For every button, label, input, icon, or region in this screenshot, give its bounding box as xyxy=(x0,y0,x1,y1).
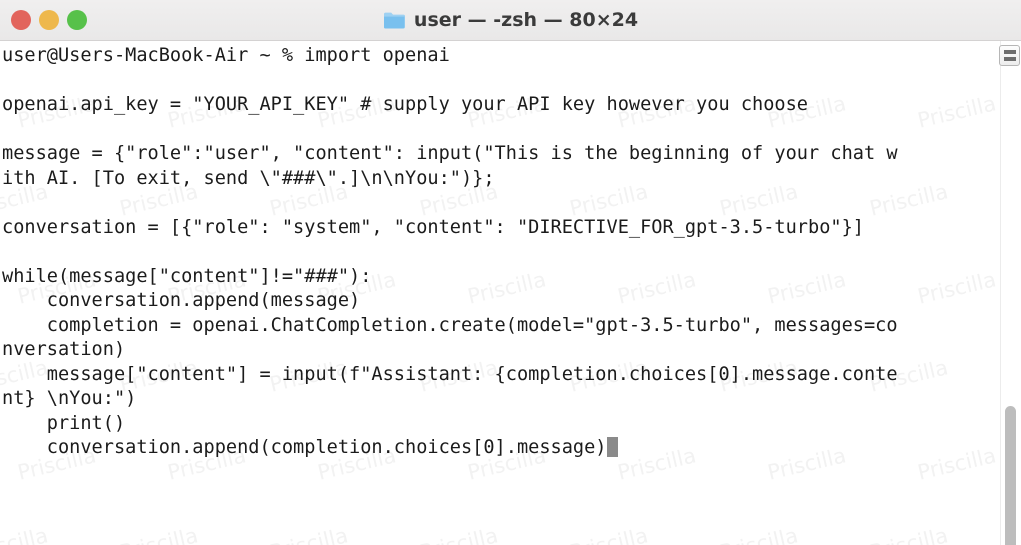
terminal-line: ith AI. [To exit, send \"###\".]\n\nYou:… xyxy=(2,167,495,189)
watermark-text: Priscilla xyxy=(717,523,801,545)
scrollbar-thumb[interactable] xyxy=(1005,406,1016,545)
maximize-window-button[interactable] xyxy=(67,10,87,30)
vertical-scrollbar[interactable] xyxy=(1005,71,1019,545)
text-cursor xyxy=(606,437,618,457)
terminal-line xyxy=(2,191,1000,216)
terminal-line: conversation.append(completion.choices[0… xyxy=(2,436,1000,461)
minimize-window-button[interactable] xyxy=(39,10,59,30)
title-bar: user — -zsh — 80×24 xyxy=(0,0,1021,41)
terminal-line: nt} \nYou:") xyxy=(2,388,137,409)
terminal-line: message = {"role":"user", "content": inp… xyxy=(2,143,898,164)
window-title-text: user — -zsh — 80×24 xyxy=(413,9,639,31)
terminal-content-area[interactable]: Priscilla Priscilla Priscilla Priscilla Pris… xyxy=(0,41,1021,545)
traffic-light-group xyxy=(11,10,87,30)
watermark-text: Priscilla xyxy=(117,523,201,545)
watermark-text: Priscilla xyxy=(567,523,651,545)
pane-toggle-button[interactable] xyxy=(999,45,1020,66)
terminal-line: conversation = [{"role": "system", "cont… xyxy=(2,216,864,238)
terminal-line: openai.api_key = "YOUR_API_KEY" # supply… xyxy=(2,94,808,115)
terminal-line: while(message["content"]!="###"): xyxy=(2,265,372,287)
terminal-line: completion = openai.ChatCompletion.creat… xyxy=(2,314,898,336)
terminal-text-output: user@Users-MacBook-Air ~ % import openai… xyxy=(0,41,1000,461)
terminal-line: nversation) xyxy=(2,339,126,360)
toggle-bar-bottom-icon xyxy=(1003,57,1016,61)
terminal-line: message["content"] = input(f"Assistant: … xyxy=(2,363,898,385)
terminal-line xyxy=(2,69,1000,94)
watermark-text: Priscilla xyxy=(867,523,951,545)
terminal-line: conversation.append(message) xyxy=(2,290,361,311)
window-title-group: user — -zsh — 80×24 xyxy=(0,9,1021,31)
terminal-line: print() xyxy=(2,412,126,434)
toggle-bar-top-icon xyxy=(1003,50,1016,54)
watermark-text: Priscilla xyxy=(417,523,501,545)
terminal-line xyxy=(2,118,1000,143)
watermark-text: Priscilla xyxy=(0,523,51,545)
watermark-text: Priscilla xyxy=(267,523,351,545)
terminal-line: user@Users-MacBook-Air ~ % import openai xyxy=(2,45,450,66)
close-window-button[interactable] xyxy=(11,10,31,30)
terminal-line xyxy=(2,240,1000,265)
folder-icon xyxy=(383,11,405,29)
